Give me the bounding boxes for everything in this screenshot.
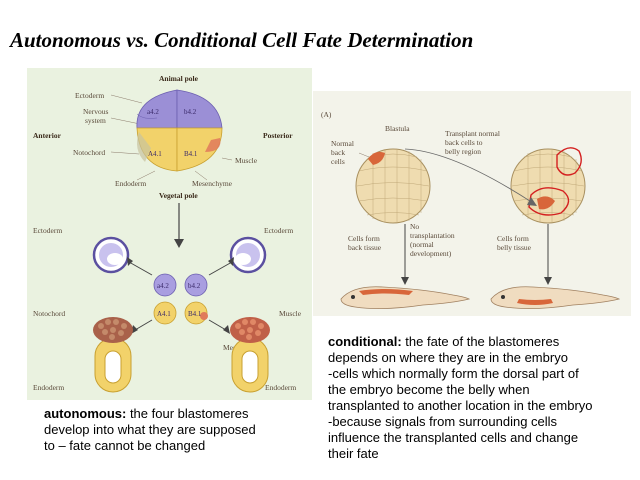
normal-back-cells-label-2: back [331,148,345,157]
posterior-label: Posterior [263,131,293,140]
ectoderm-label-left: Ectoderm [33,226,62,235]
nervous-system-label-2: system [85,116,106,125]
conditional-line-5: transplanted to another location in the … [328,398,593,413]
endoderm-label-bottom-right: Endoderm [265,383,296,392]
cell-B41: B4.1 [184,150,198,158]
conditional-line-8: their fate [328,446,379,461]
blastula-label: Blastula [385,124,410,133]
conditional-line-6: -because signals from surrounding cells [328,414,558,429]
conditional-term: conditional: [328,334,402,349]
cell-a42: a4.2 [147,108,159,116]
conditional-caption: conditional: the fate of the blastomeres… [328,334,593,462]
anterior-label: Anterior [33,131,62,140]
ectoderm-label-right: Ectoderm [264,226,293,235]
autonomous-caption: autonomous: the four blastomeres develop… [44,406,256,454]
endoderm-notochord-cells-left [93,317,133,393]
transplant-label-1: Transplant normal [445,129,500,138]
panel-label: (A) [321,110,332,119]
endoderm-label-top: Endoderm [115,179,146,188]
back-tissue-label-1: Cells form [348,234,380,243]
no-transplant-label-1: No [410,222,419,231]
cell-A41: A4.1 [148,150,162,158]
conditional-line-1: the fate of the blastomeres [401,334,560,349]
animal-pole-label: Animal pole [159,74,199,83]
autonomous-line-2: develop into what they are supposed [44,422,256,437]
autonomous-figure: Animal pole Ectoderm Nervous system Ante… [27,68,312,400]
back-tissue-label-2: back tissue [348,243,382,252]
conditional-line-7: influence the transplanted cells and cha… [328,430,579,445]
normal-back-cells-label-1: Normal [331,139,354,148]
ectoderm-label-top: Ectoderm [75,91,104,100]
no-transplant-label-4: development) [410,249,452,258]
slide-title: Autonomous vs. Conditional Cell Fate Det… [10,28,474,52]
no-transplant-label-3: (normal [410,240,434,249]
autonomous-line-3: to – fate cannot be changed [44,438,206,453]
belly-tissue-label-2: belly tissue [497,243,532,252]
vegetal-pole-label: Vegetal pole [159,191,198,200]
sep-cell-a42: a4.2 [157,282,169,290]
separated-blastomeres: a4.2 b4.2 A4.1 B4.1 [153,273,208,325]
muscle-label-top: Muscle [235,156,258,165]
notochord-label-top: Notochord [73,148,105,157]
sep-cell-b42: b4.2 [188,282,201,290]
red-annotation [528,147,582,216]
transplant-label-3: belly region [445,147,481,156]
notochord-label-bottom: Notochord [33,309,65,318]
eight-cell-embryo: a4.2 b4.2 A4.1 B4.1 [136,89,223,172]
sep-cell-A41: A4.1 [157,310,171,318]
muscle-label-bottom: Muscle [279,309,302,318]
tadpole-right [490,286,621,309]
conditional-line-4: the embryo become the belly when [328,382,530,397]
transplant-label-2: back cells to [445,138,483,147]
blastula-left [355,148,431,224]
autonomous-line-1: the four blastomeres [126,406,249,421]
conditional-figure: (A) Blastula Normal back cells Transplan… [313,91,631,316]
conditional-line-3: -cells which normally form the dorsal pa… [328,366,579,381]
ectoderm-ball-left [92,236,130,274]
endoderm-label-bottom-left: Endoderm [33,383,64,392]
sep-cell-B41: B4.1 [188,310,202,318]
autonomous-term: autonomous: [44,406,127,421]
tadpole-left [340,286,471,309]
ectoderm-ball-right [229,236,267,274]
belly-tissue-label-1: Cells form [497,234,529,243]
conditional-line-2: depends on where they are in the embryo [328,350,568,365]
normal-back-cells-label-3: cells [331,157,345,166]
mesenchyme-label-top: Mesenchyme [192,179,233,188]
blastula-right [510,148,586,224]
down-arrow-icon [174,203,184,248]
cell-b42: b4.2 [184,108,197,116]
endoderm-muscle-cells-right [230,317,270,393]
nervous-system-label-1: Nervous [83,107,108,116]
no-transplant-label-2: transplantation [410,231,455,240]
